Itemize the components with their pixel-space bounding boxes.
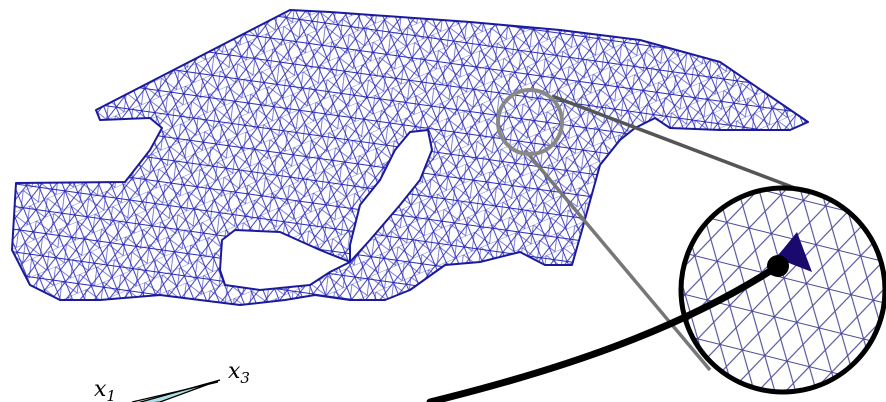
pointer-dot [767,255,789,277]
vertex-label-x3: x3 [228,359,250,387]
vertex-label-x1: x1 [94,377,116,402]
zoom-inset [680,188,886,392]
reference-element: x1 x3 [94,359,250,402]
element-edge [132,382,218,402]
